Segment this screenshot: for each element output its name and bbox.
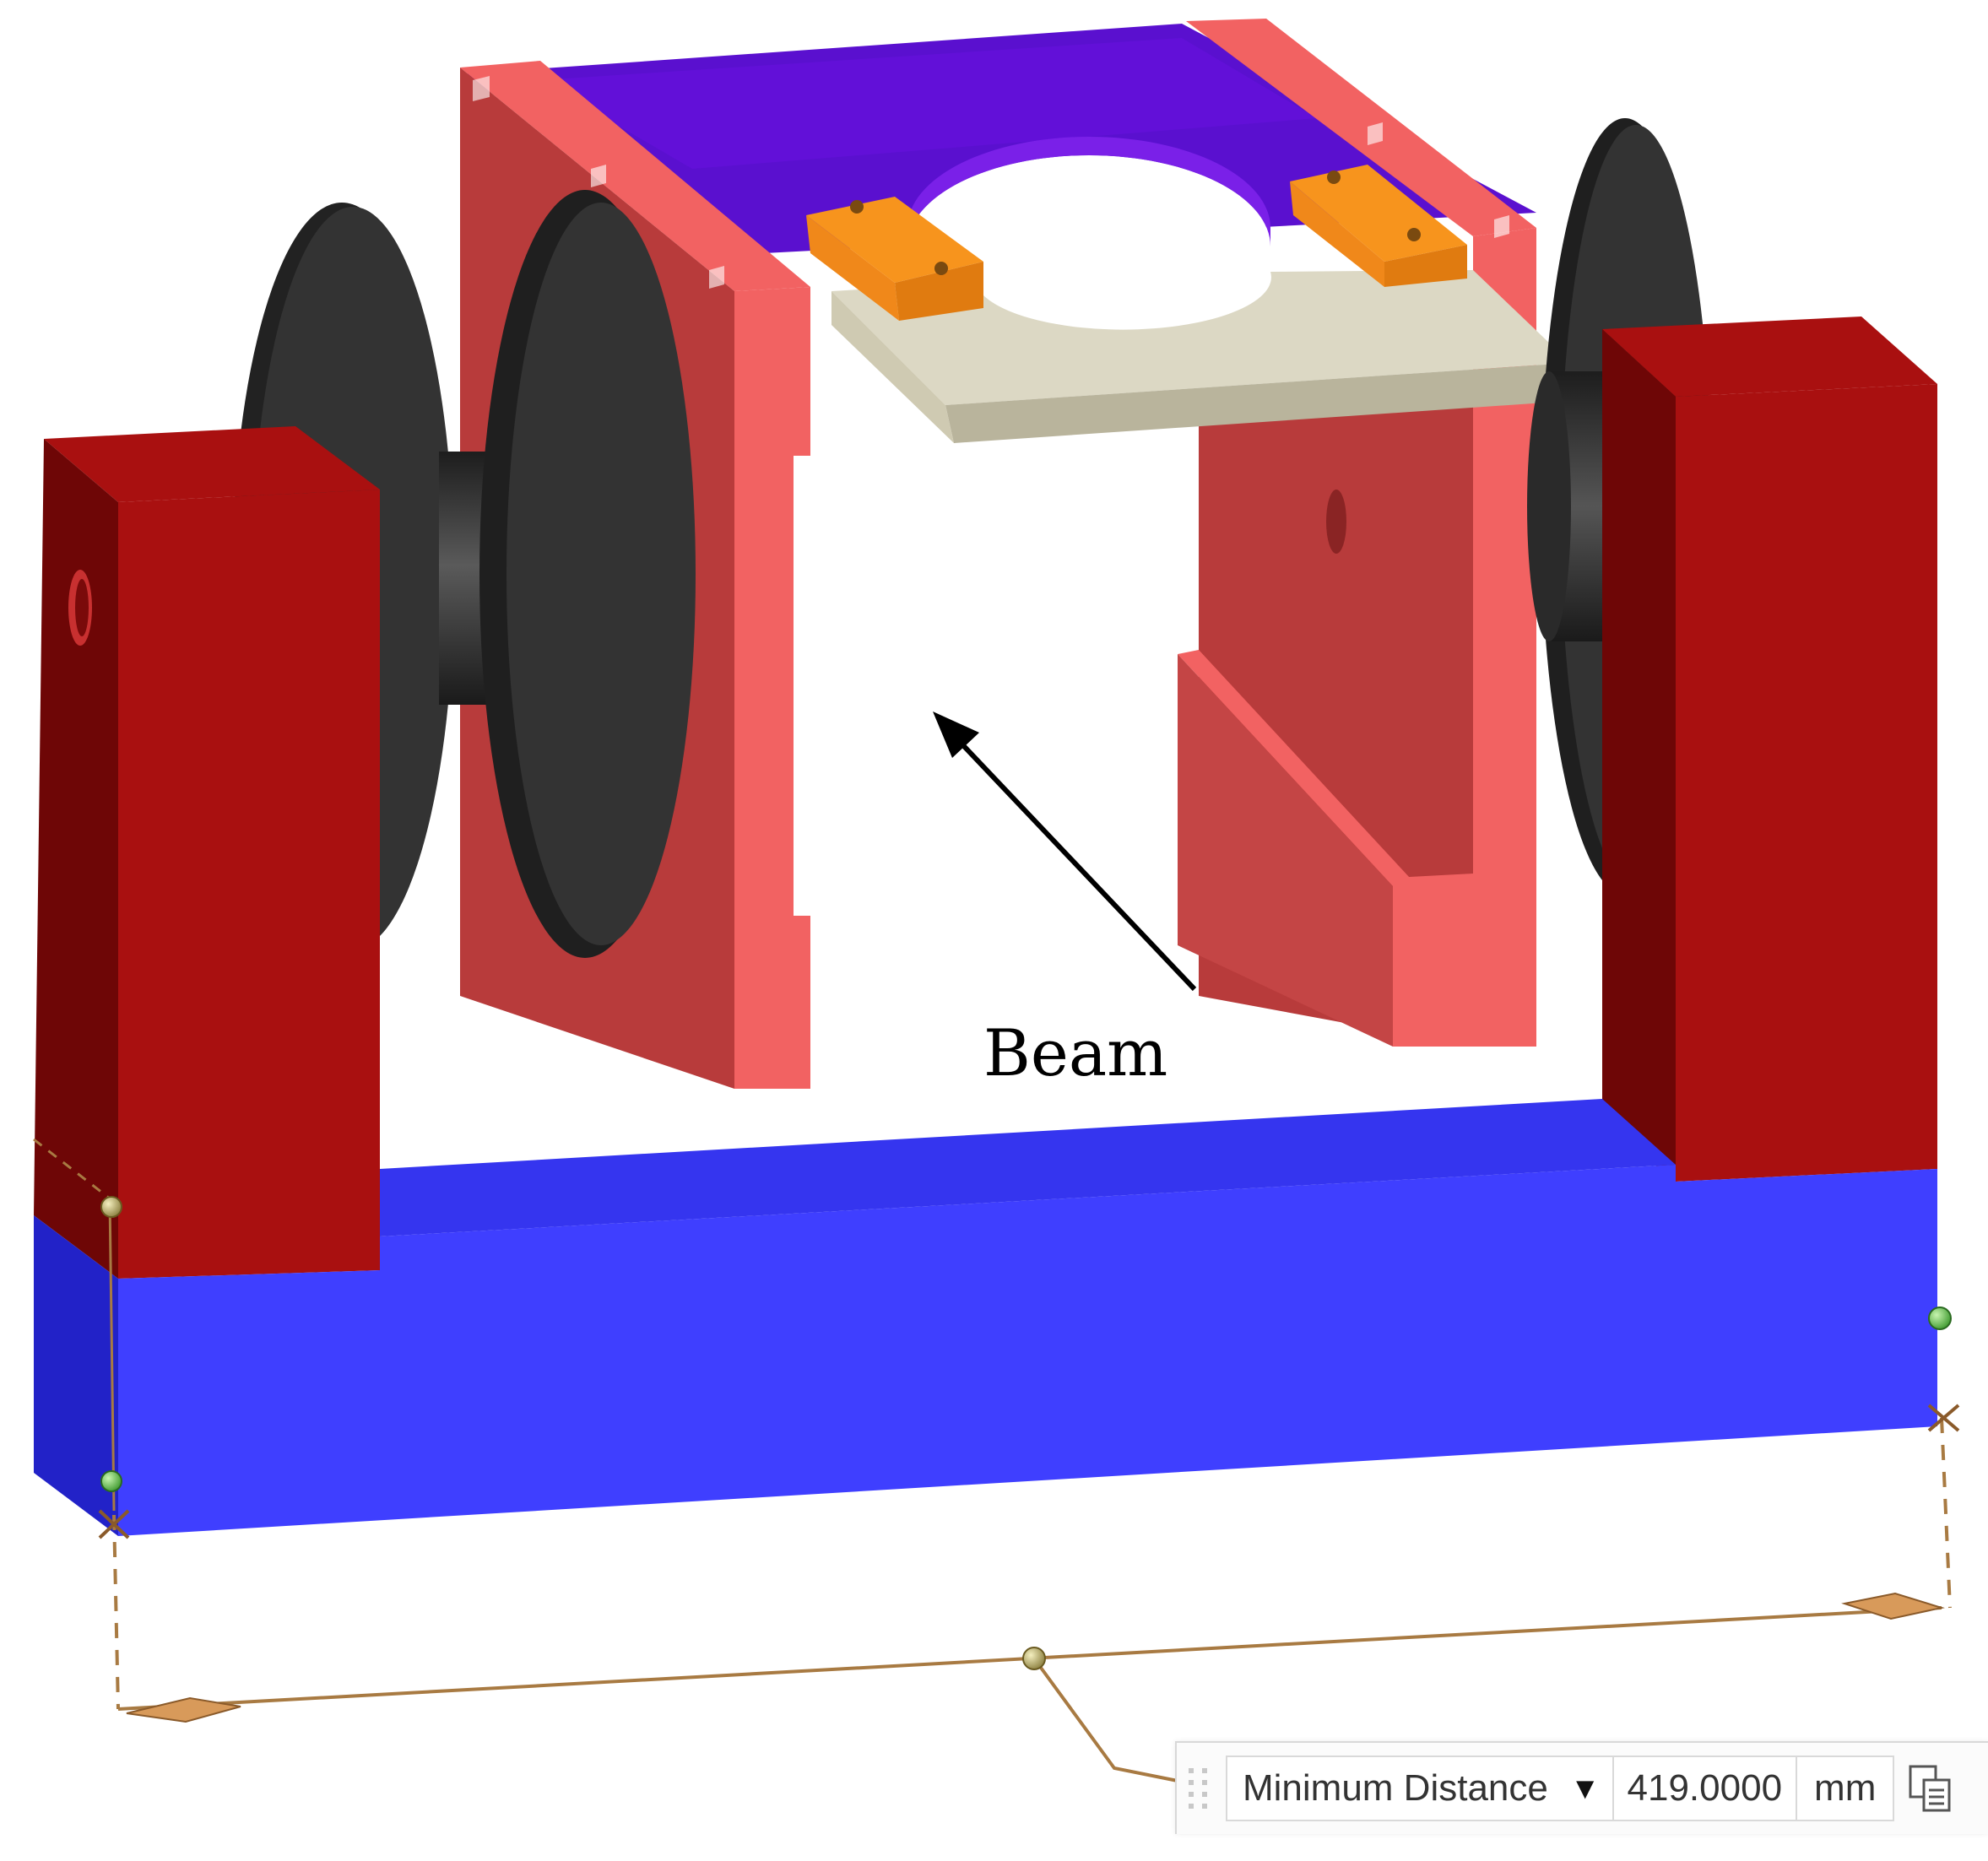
beam-callout-arrow: [933, 711, 1197, 992]
copy-to-clipboard-icon: [1909, 1765, 1951, 1812]
dimension-arrowheads: [126, 1592, 1945, 1723]
copy-button[interactable]: [1903, 1756, 1957, 1821]
clamp-right: [1290, 165, 1467, 287]
dimension-end-markers: [98, 1404, 1960, 1539]
left-pillar: [34, 426, 380, 1279]
measure-point-handles[interactable]: [100, 1196, 1952, 1670]
triangle-down-icon: ▼: [1569, 1771, 1601, 1805]
drag-grip-handle[interactable]: [1182, 1746, 1214, 1831]
measure-type-dropdown[interactable]: Minimum Distance ▼: [1226, 1756, 1614, 1821]
right-pillar: [1602, 316, 1937, 1182]
clamp-left: [806, 197, 983, 321]
base-beam: [34, 1099, 1937, 1536]
measure-unit-field[interactable]: mm: [1797, 1756, 1895, 1821]
carriage-plate: [831, 270, 1570, 443]
beam-callout-label: Beam: [983, 1015, 1168, 1090]
right-frame-plate: [1178, 19, 1536, 1047]
measure-toolbar: Minimum Distance ▼ 419.0000 mm: [1175, 1741, 1988, 1834]
measure-type-label: Minimum Distance: [1243, 1767, 1548, 1809]
measure-value-field[interactable]: 419.0000: [1613, 1756, 1798, 1821]
